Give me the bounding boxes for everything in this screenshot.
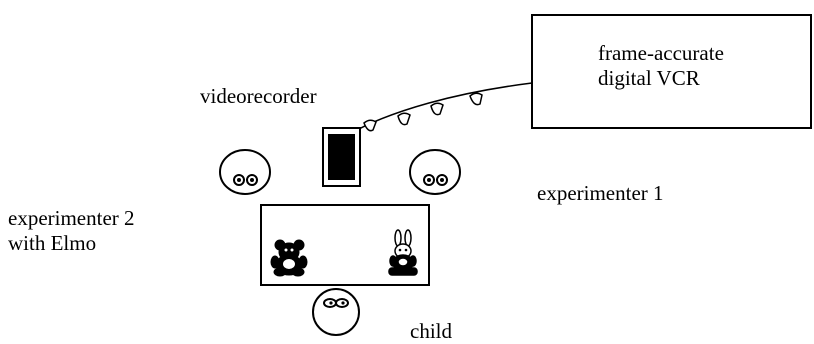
- video-camera-icon: [322, 127, 361, 187]
- person-head-icon: [219, 149, 271, 195]
- vcr-box: [531, 14, 812, 129]
- experimenter1-label: experimenter 1: [537, 181, 664, 205]
- cable-mark: [397, 112, 411, 126]
- vcr-label-line2: digital VCR: [598, 66, 700, 90]
- cable-connector-marks: [363, 92, 483, 132]
- person-head-icon: [409, 149, 461, 195]
- child-label: child: [410, 319, 452, 343]
- teddy-bear-icon: [270, 239, 308, 277]
- bunny-toy-icon: [388, 229, 418, 276]
- camera-cable: [345, 82, 533, 137]
- experimenter2-label: experimenter 2 with Elmo: [8, 206, 135, 256]
- experimenter2-label-line1: experimenter 2: [8, 206, 135, 230]
- experimenter2-label-line2: with Elmo: [8, 231, 97, 255]
- videorecorder-label: videorecorder: [200, 84, 317, 108]
- cable-mark: [469, 92, 483, 106]
- cable-mark: [363, 119, 377, 132]
- vcr-label-line1: frame-accurate: [598, 41, 724, 65]
- person-head-icon: [312, 288, 360, 336]
- cable-mark: [430, 102, 444, 116]
- vcr-label: frame-accurate digital VCR: [598, 41, 724, 91]
